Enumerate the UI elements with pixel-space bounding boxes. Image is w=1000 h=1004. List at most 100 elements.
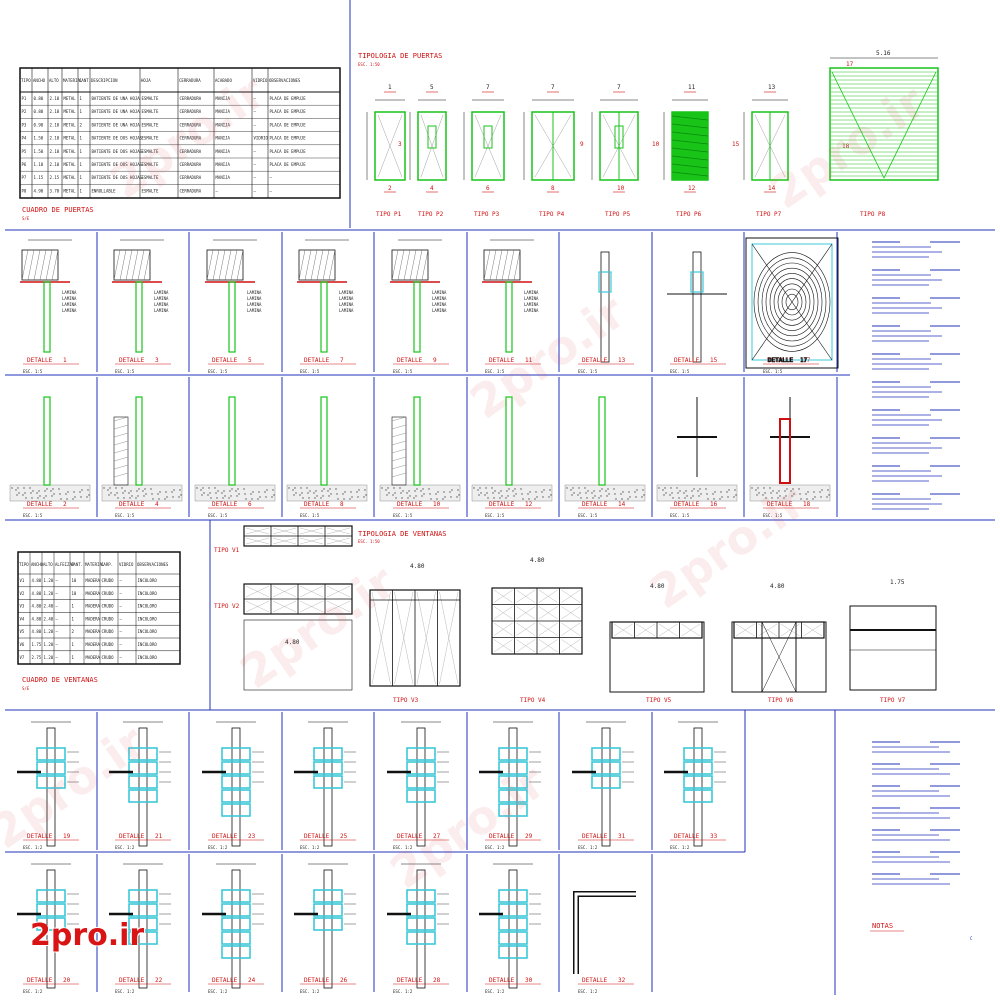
detail-scale: ESC. 1:2 — [485, 845, 505, 850]
hatch-line — [316, 249, 324, 281]
door-vision-panel — [427, 125, 437, 149]
aggregate-dot — [436, 498, 438, 500]
aggregate-dot — [799, 493, 801, 495]
aggregate-dot — [60, 498, 62, 500]
hatch-line — [415, 249, 423, 281]
hatch-line — [39, 249, 47, 281]
aggregate-dot — [508, 488, 510, 490]
aggregate-dot — [499, 497, 501, 499]
window-v1: TIPO V1 — [214, 525, 353, 554]
detail-number: 18 — [803, 501, 811, 508]
aggregate-dot — [322, 495, 324, 497]
aggregate-dot — [663, 494, 665, 496]
glass-mark — [439, 591, 459, 685]
aluminum-profile — [406, 761, 436, 775]
glass-mark — [493, 622, 513, 636]
door-frame-section — [413, 281, 421, 353]
door-schedule-cell: 2.15 — [50, 175, 60, 180]
glass-mark — [245, 585, 270, 598]
glass-mark — [538, 622, 558, 636]
window-schedule-cell: V7 — [20, 655, 25, 660]
door-frame — [671, 111, 709, 181]
door-schedule-cell: 1.10 — [34, 162, 44, 167]
aggregate-dot — [65, 493, 67, 495]
hatch-line — [391, 424, 407, 430]
aggregate-dot — [58, 488, 60, 490]
detail-label: DETALLE — [119, 977, 145, 984]
aggregate-dot — [707, 498, 709, 500]
aggregate-dot — [429, 493, 431, 495]
window-type-label: TIPO V1 — [214, 547, 240, 554]
door-schedule-cell: 0.80 — [34, 96, 44, 101]
door-frame-section — [135, 281, 143, 353]
aluminum-profile — [498, 917, 528, 931]
aggregate-dot — [109, 487, 111, 489]
detail-number: 13 — [618, 357, 626, 364]
door-louver — [671, 147, 709, 153]
window-schedule-cell: 4.80 — [32, 578, 42, 583]
aggregate-dot — [316, 495, 318, 497]
aluminum-profile — [498, 931, 528, 945]
aggregate-dot — [594, 495, 596, 497]
detail-scale: ESC. 1:5 — [763, 369, 783, 374]
aluminum-profile — [221, 945, 251, 959]
door-schedule-header: ALTO — [49, 78, 59, 83]
door-schedule-cell: — — [270, 175, 273, 180]
detail-number: 10 — [433, 501, 441, 508]
door-schedule-cell: ESMALTE — [142, 122, 159, 127]
door-schedule-cell: ESMALTE — [142, 109, 159, 114]
door-schedule-cell: CERRADURA — [180, 96, 202, 101]
door-schedule-cell: CERRADURA — [180, 109, 202, 114]
aggregate-dot — [406, 492, 408, 494]
door-schedule-cell: 4.90 — [34, 188, 44, 193]
window-schedule-cell: — — [56, 655, 59, 660]
aggregate-dot — [828, 494, 830, 496]
glazing-bar — [416, 869, 426, 989]
aggregate-dot — [676, 487, 678, 489]
aluminum-profile — [498, 775, 528, 789]
glass-mark — [803, 623, 823, 637]
door-p8-rolling-elevation: 5.16 — [829, 50, 939, 181]
aggregate-dot — [52, 488, 54, 490]
aggregate-dot — [720, 491, 722, 493]
aggregate-dot — [487, 497, 489, 499]
window-v3: TIPO V34.80 — [369, 563, 461, 704]
aggregate-dot — [59, 493, 61, 495]
aluminum-profile — [128, 761, 158, 775]
window-schedule-cell: 1 — [72, 642, 75, 647]
aggregate-dot — [762, 494, 764, 496]
hatch-line — [125, 249, 133, 281]
door-schedule-cell: CERRADURA — [180, 122, 202, 127]
door-schedule-header: ANCHO — [33, 78, 46, 83]
aluminum-profile — [128, 903, 158, 917]
aluminum-profile — [128, 789, 158, 803]
aggregate-dot — [800, 498, 802, 500]
aggregate-dot — [783, 497, 785, 499]
wall-section — [483, 249, 521, 281]
floor-slab — [749, 484, 831, 502]
aggregate-dot — [735, 494, 737, 496]
door-schedule-cell: P5 — [22, 149, 27, 154]
annotation-text: LAMINA — [339, 296, 354, 301]
aggregate-dot — [336, 493, 338, 495]
section-mark-label: 8 — [551, 185, 555, 192]
window-schedule-header: CANT. — [71, 562, 83, 567]
detail-number: 24 — [248, 977, 256, 984]
window-schedule-cell: 10 — [72, 591, 77, 596]
window-schedule-cell: 4.80 — [32, 629, 42, 634]
aggregate-dot — [335, 488, 337, 490]
aggregate-dot — [257, 498, 259, 500]
aggregate-dot — [763, 487, 765, 489]
aggregate-dot — [415, 495, 417, 497]
aluminum-profile — [683, 789, 713, 803]
detail-scale: ESC. 1:5 — [393, 369, 413, 374]
aggregate-dot — [164, 498, 166, 500]
detail-label: DETALLE — [304, 833, 330, 840]
detail-scale: ESC. 1:5 — [485, 369, 505, 374]
